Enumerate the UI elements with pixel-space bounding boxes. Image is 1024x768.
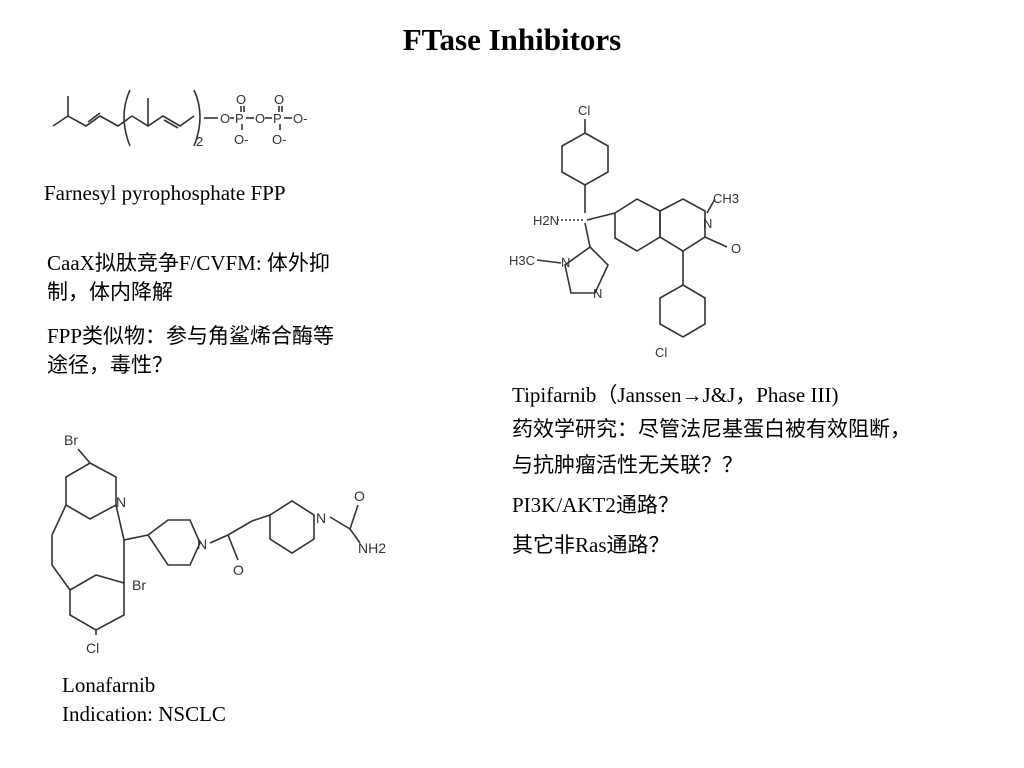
tipifarnib-note-3: PI3K/AKT2通路？ xyxy=(512,493,679,517)
svg-text:O: O xyxy=(255,111,265,126)
lonafarnib-name: Lonafarnib xyxy=(62,673,156,697)
tipifarnib-note-2: 与抗肿瘤活性无关联？？ xyxy=(512,453,743,477)
svg-text:O-: O- xyxy=(272,132,286,147)
tipifarnib-structure: Cl H2N N CH3 O Cl N N H3C xyxy=(509,103,741,360)
svg-text:H3C: H3C xyxy=(509,253,535,268)
svg-text:O: O xyxy=(236,92,246,107)
tipifarnib-title: Tipifarnib（Janssen→J&J，Phase III) xyxy=(512,383,839,407)
fpp-repeat-label: 2 xyxy=(196,134,203,149)
slide-title: FTase Inhibitors xyxy=(402,22,622,57)
fpp-structure: 2 O P O O- O P O O- O- xyxy=(52,89,307,149)
svg-text:N: N xyxy=(197,536,207,552)
svg-text:H2N: H2N xyxy=(533,213,559,228)
svg-text:O: O xyxy=(354,488,365,504)
svg-text:O: O xyxy=(220,111,230,126)
svg-text:O-: O- xyxy=(234,132,248,147)
svg-text:N: N xyxy=(316,510,326,526)
lonafarnib-structure: Br N Br Cl N O N O NH2 xyxy=(51,432,386,656)
svg-text:CH3: CH3 xyxy=(713,191,739,206)
svg-text:N: N xyxy=(593,286,602,301)
svg-text:Cl: Cl xyxy=(86,640,99,656)
note-caax-line2: 制，体内降解 xyxy=(47,280,173,304)
svg-text:O: O xyxy=(233,562,244,578)
svg-text:P: P xyxy=(235,111,244,126)
svg-text:Br: Br xyxy=(132,577,146,593)
svg-text:Br: Br xyxy=(64,432,78,448)
svg-text:N: N xyxy=(703,216,712,231)
svg-text:O: O xyxy=(274,92,284,107)
fpp-caption: Farnesyl pyrophosphate FPP xyxy=(44,181,286,205)
svg-text:N: N xyxy=(116,494,126,510)
svg-text:P: P xyxy=(273,111,282,126)
tipifarnib-note-4: 其它非Ras通路？ xyxy=(512,533,670,557)
lonafarnib-indication: Indication: NSCLC xyxy=(62,702,226,726)
note-fpp-line1: FPP类似物：参与角鲨烯合酶等 xyxy=(47,324,335,348)
svg-text:O: O xyxy=(731,241,741,256)
note-fpp-line2: 途径，毒性？ xyxy=(47,353,173,377)
svg-text:O-: O- xyxy=(293,111,307,126)
svg-text:Cl: Cl xyxy=(578,103,590,118)
svg-text:Cl: Cl xyxy=(655,345,667,360)
svg-text:N: N xyxy=(561,255,570,270)
tipifarnib-note-1: 药效学研究：尽管法尼基蛋白被有效阻断， xyxy=(512,417,911,441)
svg-text:NH2: NH2 xyxy=(358,540,386,556)
note-caax-line1: CaaX拟肽竞争F/CVFM: 体外抑 xyxy=(47,251,330,275)
